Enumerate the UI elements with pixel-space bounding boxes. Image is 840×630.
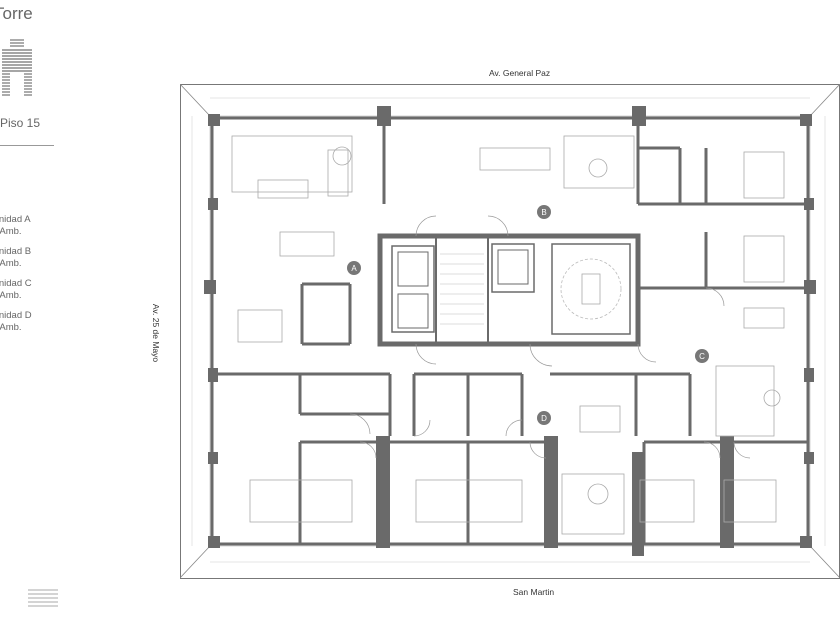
unit-marker-a: A	[351, 264, 357, 273]
unit-name: Unidad C	[0, 278, 32, 289]
unit-item-a[interactable]: Unidad A4 Amb.	[0, 214, 32, 246]
unit-item-d[interactable]: Unidad D4 Amb.	[0, 310, 32, 342]
unit-item-c[interactable]: Unidad C4 Amb.	[0, 278, 32, 310]
unit-rooms: 4 Amb.	[0, 226, 22, 237]
unit-rooms: 4 Amb.	[0, 322, 22, 333]
divider	[0, 145, 54, 146]
floor-label: Piso 15	[0, 116, 41, 130]
floor-plan-drawing: A B C D	[179, 83, 840, 579]
unit-item-b[interactable]: Unidad B4 Amb.	[0, 246, 32, 278]
unit-markers	[347, 205, 709, 425]
menu-lines-icon[interactable]	[28, 588, 60, 608]
tower-title: Torre	[0, 4, 33, 23]
street-label-top: Av. General Paz	[489, 68, 551, 78]
unit-marker-c: C	[699, 352, 705, 361]
unit-name: Unidad D	[0, 310, 32, 321]
unit-name: Unidad B	[0, 246, 32, 257]
floor-plan: A B C D	[179, 83, 840, 580]
unit-rooms: 4 Amb.	[0, 258, 22, 269]
unit-marker-d: D	[541, 414, 547, 423]
unit-name: Unidad A	[0, 214, 31, 225]
tower-logo-icon	[2, 39, 32, 96]
unit-marker-b: B	[541, 208, 546, 217]
sidebar: Torre Piso 15 Unidad A4 Amb. Unidad B4 A…	[0, 0, 60, 630]
street-label-bottom: San Martin	[513, 587, 555, 597]
unit-list: Unidad A4 Amb. Unidad B4 Amb. Unidad C4 …	[0, 214, 32, 342]
unit-rooms: 4 Amb.	[0, 290, 22, 301]
street-label-left: Av. 25 de Mayo	[151, 303, 162, 363]
